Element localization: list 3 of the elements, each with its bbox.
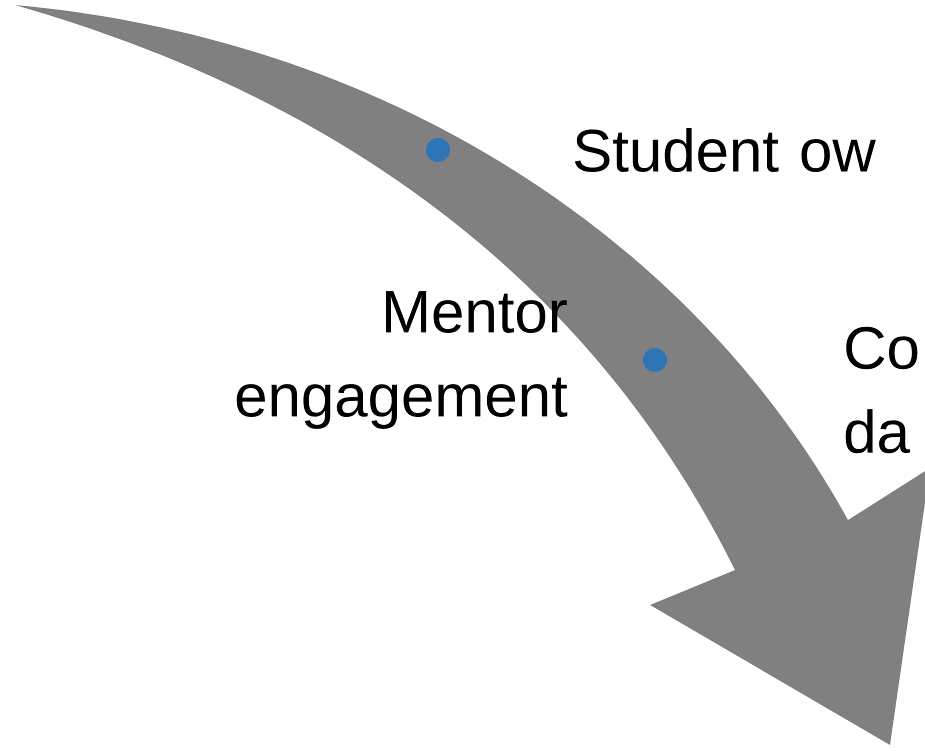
label-text: Mentor engagement (236, 291, 568, 429)
label-text: Student ow (574, 128, 876, 172)
label-text: Co da (846, 326, 918, 454)
